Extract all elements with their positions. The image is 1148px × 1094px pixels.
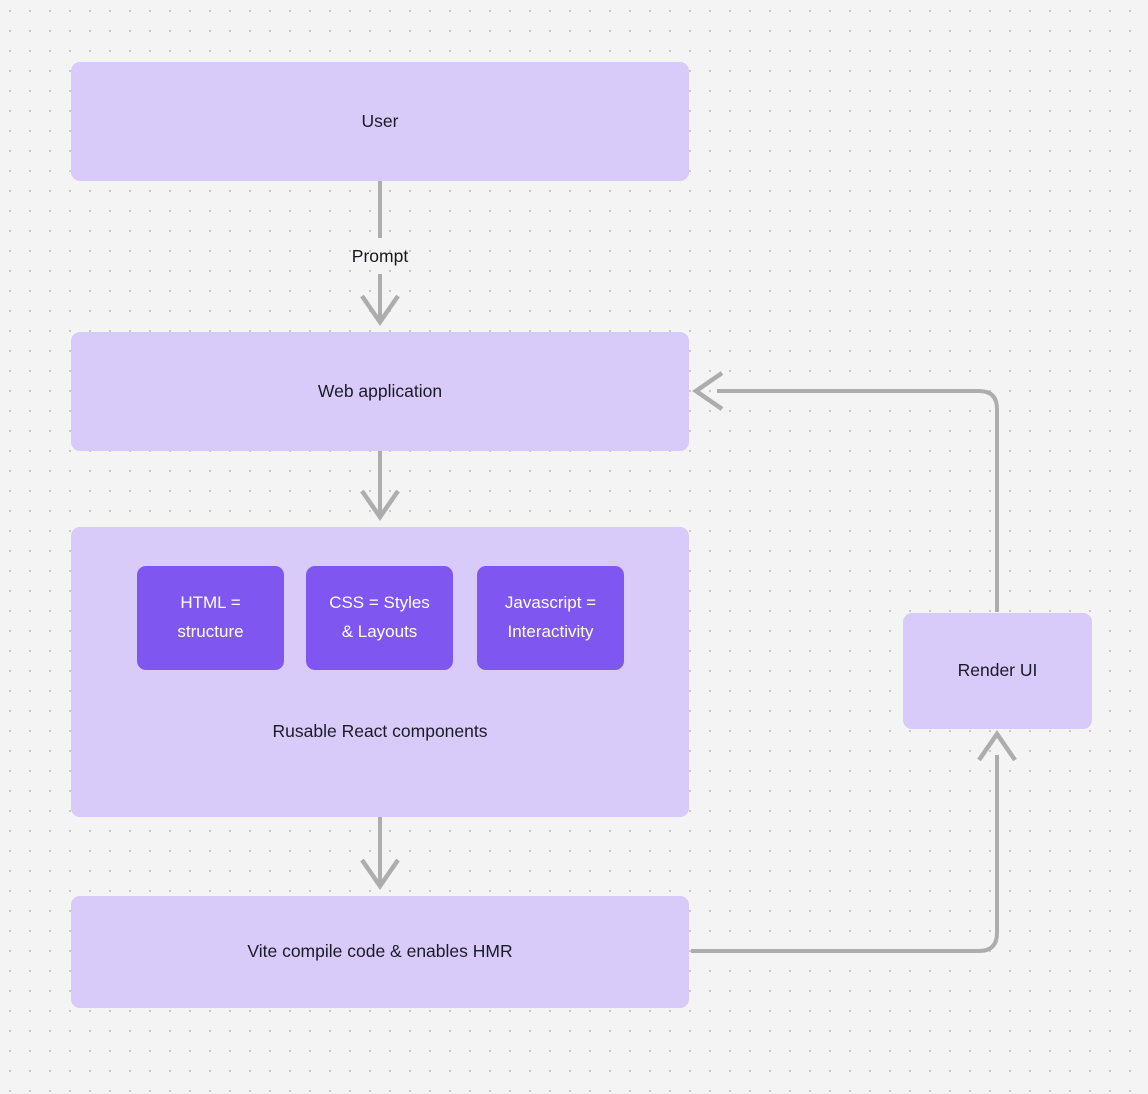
node-vite-label: Vite compile code & enables HMR: [247, 941, 513, 962]
chip-html[interactable]: HTML = structure: [137, 566, 284, 670]
edge-vite-to-renderui: [691, 755, 999, 953]
node-render-ui-label: Render UI: [957, 660, 1038, 681]
arrowhead-down-webapp: [360, 294, 400, 326]
edge-label-prompt: Prompt: [351, 246, 409, 266]
node-vite[interactable]: Vite compile code & enables HMR: [71, 896, 689, 1008]
chip-css[interactable]: CSS = Styles & Layouts: [306, 566, 453, 670]
node-user-label: User: [361, 110, 399, 131]
arrowhead-left-webapp: [692, 371, 724, 411]
components-container-caption: Rusable React components: [272, 721, 488, 741]
arrowhead-down-vite: [360, 858, 400, 890]
arrowhead-down-components: [360, 489, 400, 521]
edge-renderui-to-webapp: [717, 389, 999, 612]
arrowhead-up-renderui: [977, 730, 1017, 762]
node-render-ui[interactable]: Render UI: [903, 613, 1092, 729]
node-web-application[interactable]: Web application: [71, 332, 689, 451]
node-web-application-label: Web application: [317, 380, 443, 401]
node-components-container[interactable]: HTML = structure CSS = Styles & Layouts …: [71, 527, 689, 817]
chip-javascript[interactable]: Javascript = Interactivity: [477, 566, 624, 670]
node-user[interactable]: User: [71, 62, 689, 181]
